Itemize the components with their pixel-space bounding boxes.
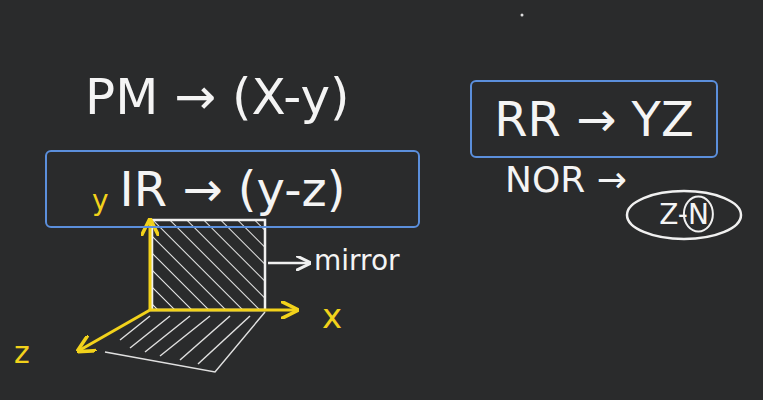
- z-axis: [80, 310, 150, 350]
- x-axis: [150, 309, 295, 312]
- y-axis: [149, 222, 152, 310]
- axis-label: z: [14, 336, 30, 369]
- mirror-plane: [152, 220, 265, 310]
- leader-arrow: [268, 262, 308, 265]
- axis-label: x: [322, 298, 342, 335]
- circled-note: Z-N: [625, 189, 743, 241]
- note-text: IR → (y-z): [120, 163, 346, 216]
- note-line: NOR →: [505, 160, 627, 200]
- note-line: PM → (X-y): [85, 70, 350, 125]
- boxed-note: RR → YZ: [470, 80, 718, 158]
- axis-label: y: [92, 186, 109, 217]
- note-text: Z-N: [659, 200, 709, 231]
- mirror-label: mirror: [314, 246, 400, 277]
- ink-dot: [521, 14, 524, 17]
- note-text: RR → YZ: [494, 93, 694, 146]
